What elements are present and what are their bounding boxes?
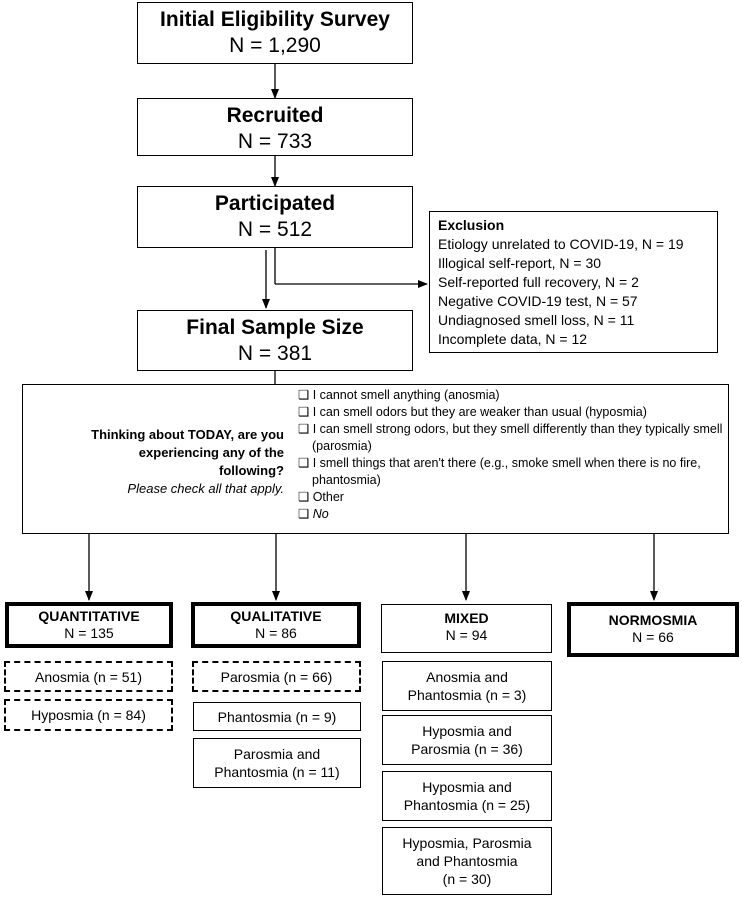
question-line-1: Thinking about TODAY, are you	[91, 427, 284, 442]
question-line-3: following?	[219, 463, 284, 478]
quantitative-title: QUANTITATIVE	[38, 608, 140, 624]
question-text: Thinking about TODAY, are you experienci…	[30, 426, 284, 498]
recruited-n: N = 733	[237, 130, 313, 153]
exclusion-item: Self-reported full recovery, N = 2	[438, 274, 639, 290]
initial-survey-n: N = 1,290	[229, 34, 321, 57]
option-label: I smell things that aren't there (e.g., …	[312, 456, 701, 487]
checkbox-icon: ❑	[298, 507, 310, 521]
parosmia-label: Parosmia (n = 66)	[220, 668, 333, 685]
hyposmia-parosmia-line-2: Parosmia (n = 36)	[411, 741, 523, 757]
question-options: ❑ I cannot smell anything (anosmia) ❑ I …	[298, 387, 724, 523]
hyposmia-phantosmia-line-2: Phantosmia (n = 25)	[403, 797, 531, 813]
exclusion-box: Exclusion Etiology unrelated to COVID-19…	[429, 211, 718, 353]
option-label: I can smell strong odors, but they smell…	[312, 422, 723, 453]
hyposmia-label: Hyposmia (n = 84)	[31, 707, 146, 723]
anosmia-label: Anosmia (n = 51)	[35, 668, 142, 685]
hyposmia-parosmia-box: Hyposmia and Parosmia (n = 36)	[382, 715, 552, 765]
quantitative-n: N = 135	[64, 625, 114, 641]
mixed-n: N = 94	[445, 627, 488, 643]
option-phantosmia: ❑ I smell things that aren't there (e.g.…	[298, 455, 724, 489]
normosmia-title: NORMOSMIA	[608, 612, 698, 628]
qualitative-n: N = 86	[255, 625, 297, 641]
qualitative-title: QUALITATIVE	[230, 608, 322, 624]
final-sample-title: Final Sample Size	[186, 316, 364, 339]
option-label: I cannot smell anything (anosmia)	[312, 388, 500, 402]
normosmia-box: NORMOSMIA N = 66	[567, 602, 739, 657]
hyposmia-parosmia-line-1: Hyposmia and	[422, 723, 512, 739]
hyposmia-parosmia-phantosmia-line-2: and Phantosmia	[416, 853, 518, 869]
quantitative-box: QUANTITATIVE N = 135	[5, 602, 173, 648]
checkbox-icon: ❑	[298, 422, 310, 436]
final-sample-n: N = 381	[237, 342, 313, 365]
exclusion-title: Exclusion	[438, 217, 505, 233]
participated-box: Participated N = 512	[137, 186, 413, 248]
checkbox-icon: ❑	[298, 490, 310, 504]
exclusion-item: Illogical self-report, N = 30	[438, 255, 602, 271]
recruited-box: Recruited N = 733	[137, 98, 413, 156]
exclusion-item: Etiology unrelated to COVID-19, N = 19	[438, 236, 684, 252]
hyposmia-phantosmia-box: Hyposmia and Phantosmia (n = 25)	[382, 771, 552, 821]
initial-survey-title: Initial Eligibility Survey	[160, 8, 390, 31]
anosmia-box: Anosmia (n = 51)	[4, 661, 173, 692]
anosmia-phantosmia-line-2: Phantosmia (n = 3)	[407, 687, 527, 703]
parosmia-phantosmia-line-2: Phantosmia (n = 11)	[214, 764, 340, 780]
option-label: I can smell odors but they are weaker th…	[312, 405, 647, 419]
qualitative-box: QUALITATIVE N = 86	[191, 602, 361, 648]
anosmia-phantosmia-line-1: Anosmia and	[426, 669, 508, 685]
participated-n: N = 512	[237, 218, 313, 241]
hyposmia-phantosmia-line-1: Hyposmia and	[422, 779, 512, 795]
anosmia-phantosmia-box: Anosmia and Phantosmia (n = 3)	[382, 661, 552, 711]
normosmia-n: N = 66	[632, 629, 674, 645]
phantosmia-box: Phantosmia (n = 9)	[193, 702, 361, 731]
exclusion-item: Negative COVID-19 test, N = 57	[438, 293, 638, 309]
parosmia-box: Parosmia (n = 66)	[192, 661, 361, 692]
participated-title: Participated	[214, 192, 336, 215]
checkbox-icon: ❑	[298, 388, 310, 402]
option-no: ❑ No	[298, 506, 724, 523]
mixed-box: MIXED N = 94	[381, 604, 552, 653]
final-sample-box: Final Sample Size N = 381	[137, 310, 413, 371]
initial-survey-box: Initial Eligibility Survey N = 1,290	[137, 2, 413, 64]
recruited-title: Recruited	[226, 104, 324, 127]
exclusion-item: Undiagnosed smell loss, N = 11	[438, 312, 635, 328]
mixed-title: MIXED	[444, 610, 489, 626]
option-hyposmia: ❑ I can smell odors but they are weaker …	[298, 404, 724, 421]
option-label: Other	[312, 490, 344, 504]
option-label: No	[312, 507, 329, 521]
question-box	[22, 384, 729, 534]
parosmia-phantosmia-box: Parosmia and Phantosmia (n = 11)	[193, 738, 361, 788]
option-other: ❑ Other	[298, 489, 724, 506]
question-line-2: experiencing any of the	[138, 445, 284, 460]
hyposmia-parosmia-phantosmia-line-3: (n = 30)	[442, 871, 492, 887]
option-parosmia: ❑ I can smell strong odors, but they sme…	[298, 421, 724, 455]
hyposmia-box: Hyposmia (n = 84)	[4, 699, 173, 731]
exclusion-item: Incomplete data, N = 12	[438, 331, 588, 347]
hyposmia-parosmia-phantosmia-line-1: Hyposmia, Parosmia	[402, 835, 532, 851]
parosmia-phantosmia-line-1: Parosmia and	[233, 746, 321, 762]
option-anosmia: ❑ I cannot smell anything (anosmia)	[298, 387, 724, 404]
hyposmia-parosmia-phantosmia-box: Hyposmia, Parosmia and Phantosmia (n = 3…	[382, 827, 552, 895]
checkbox-icon: ❑	[298, 405, 310, 419]
phantosmia-label: Phantosmia (n = 9)	[217, 708, 337, 725]
question-instruction: Please check all that apply.	[127, 481, 284, 496]
checkbox-icon: ❑	[298, 456, 310, 470]
